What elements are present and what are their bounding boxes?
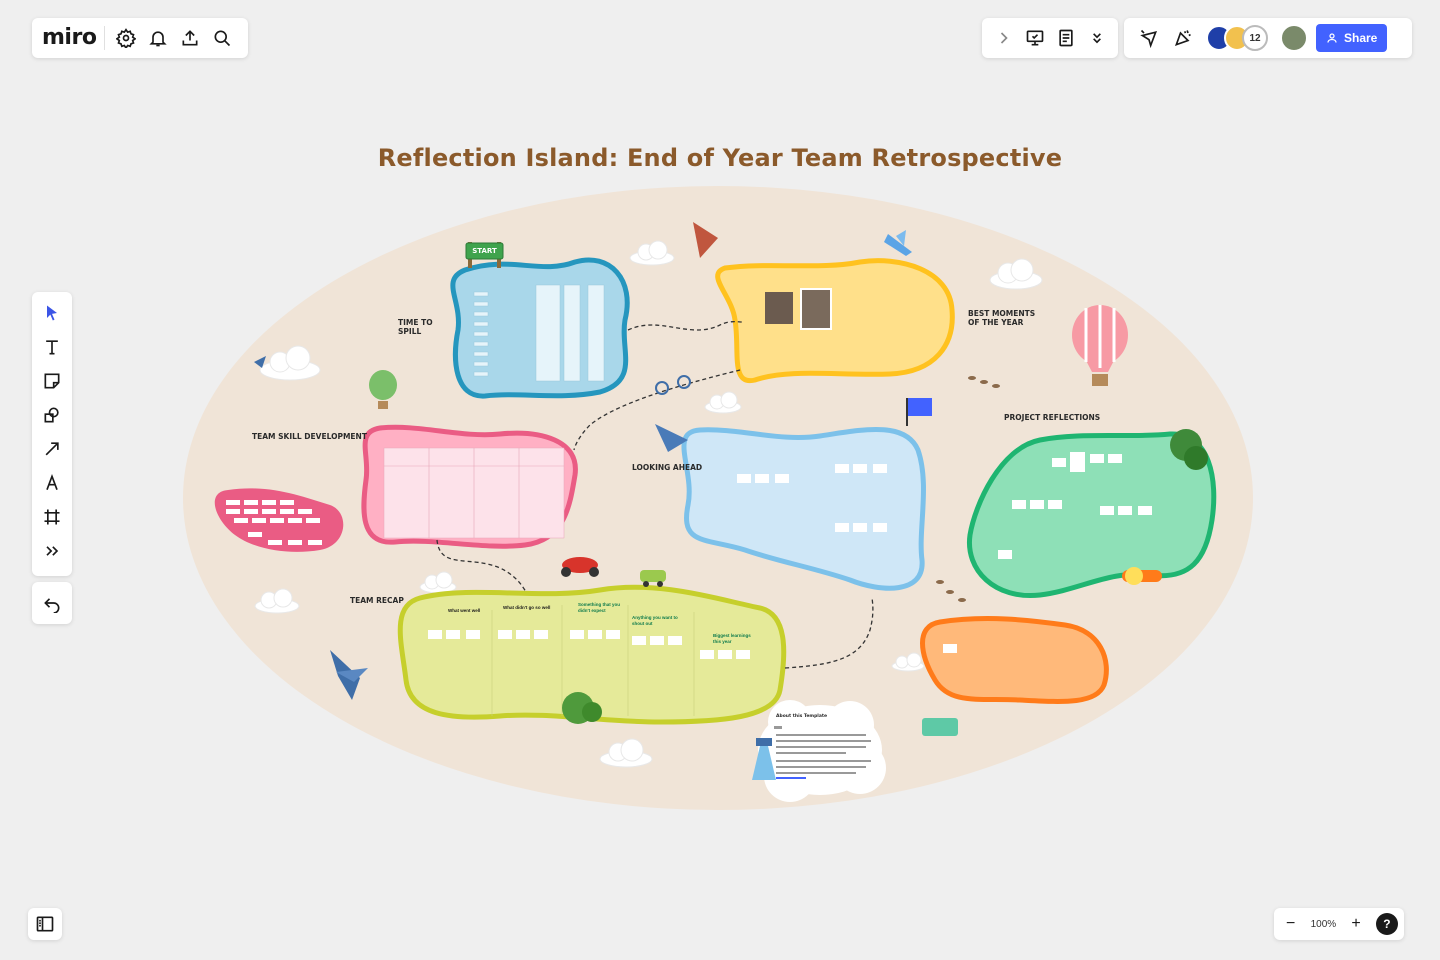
about-heading: About this Template bbox=[776, 714, 828, 719]
dashed-paths bbox=[436, 320, 874, 669]
recap-zone-label: Something that you didn't expect bbox=[578, 602, 620, 613]
bus bbox=[922, 718, 958, 736]
motorcycle bbox=[561, 557, 599, 577]
celebration-icon[interactable] bbox=[1166, 21, 1200, 55]
recap-zone-label: What went well bbox=[448, 608, 481, 613]
undo-panel bbox=[32, 582, 72, 624]
telescope bbox=[1122, 567, 1162, 585]
start-sign bbox=[465, 242, 504, 268]
bird-blue-large bbox=[330, 650, 368, 700]
text-tool-icon[interactable] bbox=[35, 330, 69, 364]
user-avatar[interactable] bbox=[1280, 24, 1308, 52]
checkered-flag bbox=[906, 398, 932, 426]
shapes-icon[interactable] bbox=[35, 398, 69, 432]
top-mid-toolbar bbox=[982, 18, 1118, 58]
more-tools-icon[interactable] bbox=[35, 534, 69, 568]
label-best-moments[interactable]: BEST MOMENTS OF THE YEAR bbox=[968, 309, 1036, 327]
user-icon bbox=[1327, 33, 1337, 43]
label-project-reflections[interactable]: PROJECT REFLECTIONS bbox=[1004, 413, 1101, 422]
bush bbox=[562, 692, 602, 724]
notes-icon[interactable] bbox=[1050, 21, 1081, 55]
select-cursor-icon[interactable] bbox=[35, 296, 69, 330]
bell-icon[interactable] bbox=[142, 21, 174, 55]
avatar-group[interactable]: 12 bbox=[1206, 25, 1268, 51]
top-right-toolbar: 12 Share bbox=[1124, 18, 1412, 58]
zoom-out-button[interactable]: − bbox=[1286, 915, 1296, 932]
recap-zone-label: What didn't go so well bbox=[503, 605, 551, 610]
search-icon[interactable] bbox=[206, 21, 238, 55]
chevrons-down-icon[interactable] bbox=[1081, 21, 1112, 55]
recap-zone-label: Anything you want to shout out bbox=[632, 615, 678, 626]
sidebar-panel-icon bbox=[36, 916, 54, 932]
bicycle bbox=[655, 375, 691, 395]
left-toolbar bbox=[32, 292, 72, 576]
hang-glider bbox=[693, 222, 718, 258]
label-team-skill[interactable]: TEAM SKILL DEVELOPMENT bbox=[252, 432, 367, 441]
share-label: Share bbox=[1344, 31, 1378, 45]
bird-blue-mid bbox=[655, 424, 688, 452]
car bbox=[640, 570, 666, 587]
clouds bbox=[254, 240, 1043, 768]
zoom-controls: − 100% + ? bbox=[1274, 908, 1404, 940]
footprints bbox=[936, 376, 1000, 602]
label-time-to-spill[interactable]: TIME TO SPILL bbox=[398, 318, 433, 336]
orange-island[interactable] bbox=[920, 616, 1109, 704]
share-button[interactable]: Share bbox=[1316, 24, 1388, 52]
bird-left bbox=[254, 356, 266, 368]
undo-icon[interactable] bbox=[35, 586, 69, 620]
airplane bbox=[884, 230, 912, 256]
settings-icon[interactable] bbox=[109, 21, 141, 55]
hot-air-balloon-small bbox=[369, 370, 397, 409]
collaborator-count[interactable]: 12 bbox=[1242, 25, 1268, 51]
miro-logo[interactable]: miro bbox=[42, 26, 106, 50]
pen-tool-icon[interactable] bbox=[35, 466, 69, 500]
frame-tool-icon[interactable] bbox=[35, 500, 69, 534]
hot-air-balloon-large bbox=[1072, 305, 1128, 386]
label-looking-ahead[interactable]: LOOKING AHEAD bbox=[632, 463, 703, 472]
team-recap-island[interactable] bbox=[397, 584, 787, 725]
chevron-right-icon[interactable] bbox=[988, 21, 1019, 55]
best-moments-island[interactable] bbox=[715, 258, 955, 384]
zoom-in-button[interactable]: + bbox=[1351, 915, 1361, 932]
sticky-note-icon[interactable] bbox=[35, 364, 69, 398]
board-title[interactable]: Reflection Island: End of Year Team Retr… bbox=[377, 144, 1063, 172]
start-sign-label: START bbox=[472, 247, 497, 255]
lighthouse bbox=[752, 738, 776, 780]
zoom-level[interactable]: 100% bbox=[1310, 918, 1337, 930]
cursor-pointer-icon[interactable] bbox=[1132, 21, 1166, 55]
connector-arrow-icon[interactable] bbox=[35, 432, 69, 466]
top-left-toolbar: miro bbox=[32, 18, 248, 58]
upload-icon[interactable] bbox=[174, 21, 206, 55]
tree bbox=[1170, 429, 1208, 470]
recap-zone-label: Biggest learnings this year bbox=[713, 633, 751, 644]
sidebar-toggle[interactable] bbox=[28, 908, 62, 940]
label-team-recap[interactable]: TEAM RECAP bbox=[350, 596, 404, 605]
help-button[interactable]: ? bbox=[1375, 913, 1398, 935]
presentation-icon[interactable] bbox=[1019, 21, 1050, 55]
